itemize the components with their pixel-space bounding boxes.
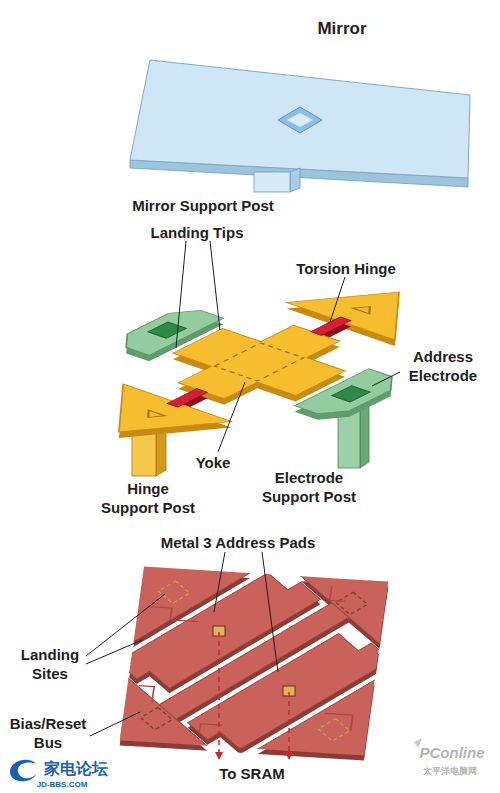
leader-line bbox=[214, 552, 225, 612]
leader-line bbox=[218, 382, 245, 452]
sram-arrow bbox=[288, 692, 290, 758]
leader-line bbox=[90, 712, 140, 736]
part-label: Address Electrode bbox=[396, 347, 491, 385]
leader-line bbox=[176, 241, 186, 348]
part-label: Mirror Support Post bbox=[93, 196, 313, 215]
metal3-pattern bbox=[0, 455, 500, 793]
part-label: Metal 3 Address Pads bbox=[123, 533, 353, 552]
mirror-support-post bbox=[254, 172, 290, 192]
part-label: Hinge Support Post bbox=[99, 479, 197, 517]
part-label: Mirror bbox=[272, 19, 412, 38]
metal3-texture bbox=[133, 575, 371, 743]
mirror-via-inner bbox=[287, 113, 313, 127]
leader-line bbox=[86, 640, 142, 664]
mirror-plate bbox=[130, 60, 470, 178]
leader-line bbox=[330, 277, 345, 322]
part-label: Landing Tips bbox=[127, 223, 267, 242]
leader-lines bbox=[86, 241, 400, 736]
landing-site-mark bbox=[158, 581, 189, 603]
part-label: Electrode Support Post bbox=[259, 468, 359, 506]
part-label: Yoke bbox=[173, 453, 253, 472]
part-label: Bias/Reset Bus bbox=[2, 714, 94, 752]
watermark: 太平洋电脑网 bbox=[400, 766, 500, 777]
watermark: 家电论坛 bbox=[31, 759, 121, 778]
hinge-via bbox=[148, 409, 166, 418]
hinge-via bbox=[352, 307, 370, 316]
sram-arrow bbox=[218, 632, 220, 758]
electrode-via bbox=[332, 386, 370, 402]
address-electrode bbox=[102, 284, 416, 441]
electrode-edge bbox=[102, 290, 416, 447]
watermark: JD-BBS.COM bbox=[17, 780, 107, 790]
mirror-post-footprint bbox=[214, 343, 303, 381]
landing-site-mark bbox=[336, 592, 367, 614]
mirror-post-side bbox=[290, 168, 300, 192]
part-label: Torsion Hinge bbox=[276, 259, 416, 278]
electrode-via bbox=[148, 322, 186, 338]
leader-line bbox=[372, 372, 400, 386]
landing-site-mark bbox=[318, 719, 349, 741]
part-label: Landing Sites bbox=[11, 645, 89, 683]
mirror-via bbox=[278, 107, 322, 133]
yoke-layer bbox=[102, 284, 416, 441]
yoke-plate bbox=[119, 292, 399, 432]
leader-line bbox=[210, 241, 220, 330]
signal-label: To SRAM bbox=[202, 764, 302, 783]
torsion-hinge bbox=[167, 316, 352, 408]
watermark-logo bbox=[10, 760, 36, 781]
yoke-layer-edge bbox=[102, 290, 416, 447]
landing-site-mark bbox=[141, 707, 172, 729]
leader-line bbox=[262, 552, 278, 672]
metal3-layer bbox=[0, 455, 500, 793]
watermark: PConline bbox=[402, 743, 500, 762]
